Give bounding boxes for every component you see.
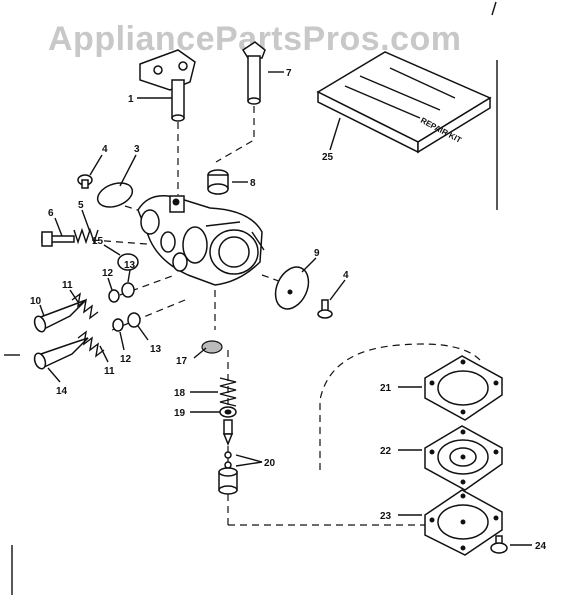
callout-7: 7 xyxy=(286,68,292,79)
callout-11-upper: 11 xyxy=(62,280,73,291)
callout-23: 23 xyxy=(380,511,392,522)
callout-20: 20 xyxy=(264,458,276,469)
part-6-idle-screw xyxy=(41,231,75,247)
assembly-line xyxy=(119,274,176,296)
part-21-gasket xyxy=(424,355,503,421)
callout-4-upper: 4 xyxy=(102,144,108,155)
callout-9: 9 xyxy=(314,248,320,259)
callout-4-lower: 4 xyxy=(343,270,349,281)
callout-8: 8 xyxy=(250,178,256,189)
callout-13-upper: 13 xyxy=(124,260,136,271)
part-1-throttle-shaft xyxy=(139,49,196,122)
part-17-cup xyxy=(201,340,223,354)
part-4-screw-upper xyxy=(77,174,93,189)
edge-mark xyxy=(491,1,497,16)
part-24-screw xyxy=(490,535,508,554)
part-18-spring xyxy=(219,377,237,407)
part-13-oring-upper xyxy=(121,282,135,298)
part-5-spring xyxy=(73,227,99,245)
part-11-spring-lower xyxy=(77,330,105,358)
callout-21: 21 xyxy=(380,383,392,394)
callout-24: 24 xyxy=(535,541,547,552)
part-3-throttle-disc xyxy=(96,182,134,208)
callout-12-lower: 12 xyxy=(120,354,132,365)
callout-labels: 1 7 25 4 3 8 6 5 15 9 4 13 12 11 10 13 1… xyxy=(30,68,547,552)
part-20-inlet-needle xyxy=(218,419,238,495)
part-13-oring-lower xyxy=(127,312,141,328)
assembly-line xyxy=(319,343,481,470)
callout-5: 5 xyxy=(78,200,84,211)
part-15-plug xyxy=(117,253,139,271)
part-8-plug xyxy=(207,169,229,195)
callout-11-lower: 11 xyxy=(104,366,115,377)
callout-14: 14 xyxy=(56,386,68,397)
part-14-needle-lower xyxy=(33,337,89,370)
part-9-choke-disc xyxy=(274,266,310,310)
callout-15: 15 xyxy=(92,236,104,247)
callout-19: 19 xyxy=(174,408,186,419)
repair-kit-box: REPAIR KIT xyxy=(316,51,492,154)
part-19-washer xyxy=(219,406,237,418)
part-7-choke-shaft xyxy=(241,41,266,105)
part-23-cover xyxy=(424,489,503,556)
callout-10: 10 xyxy=(30,296,42,307)
callout-6: 6 xyxy=(48,208,54,219)
callout-17: 17 xyxy=(176,356,188,367)
assembly-line xyxy=(215,106,255,163)
assembly-line xyxy=(111,299,186,331)
callout-12-upper: 12 xyxy=(102,268,114,279)
part-22-diaphragm xyxy=(424,425,503,491)
part-10-needle-upper xyxy=(33,299,87,333)
callout-18: 18 xyxy=(174,388,186,399)
callout-25: 25 xyxy=(322,152,334,163)
carburetor-body xyxy=(137,195,265,286)
part-12-washer-lower xyxy=(112,318,124,332)
callout-1: 1 xyxy=(128,94,134,105)
part-11-spring-upper xyxy=(71,292,99,320)
callout-3: 3 xyxy=(134,144,140,155)
callout-13-lower: 13 xyxy=(150,344,162,355)
part-4-screw-lower xyxy=(317,299,333,319)
callout-22: 22 xyxy=(380,446,392,457)
leader-lines xyxy=(39,71,532,546)
part-12-washer-upper xyxy=(108,289,120,303)
